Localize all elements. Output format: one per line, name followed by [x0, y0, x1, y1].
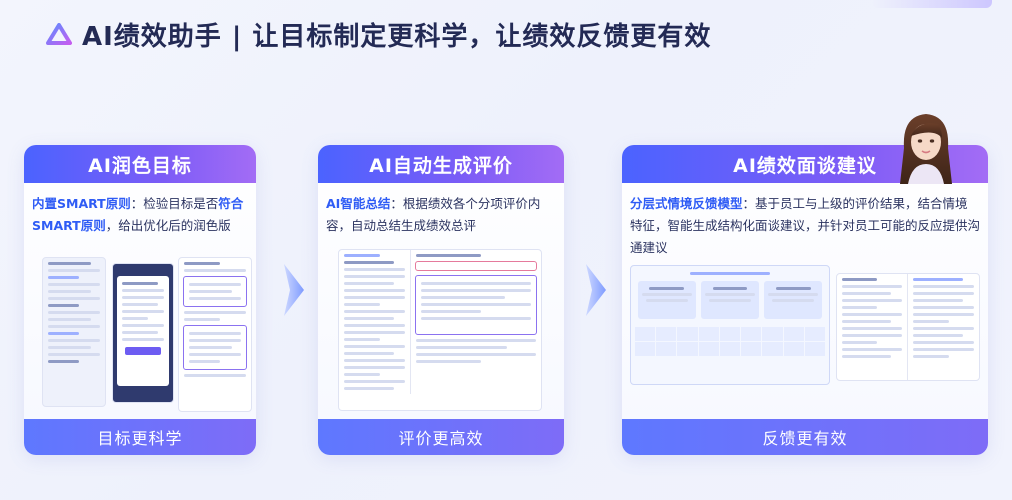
ai-assistant-logo-icon [46, 23, 72, 45]
desc-text-2: ，给出优化后的润色版 [105, 218, 231, 233]
desc-text: ：基于员工与上级的评价结果，结合情境特征，智能生成结构化面谈建议，并针对员工可能… [630, 196, 981, 255]
desc-highlight-2: 符合SMART原则 [32, 196, 244, 233]
screenshot-goal-list [42, 257, 106, 407]
feedback-model-diagram [630, 265, 830, 385]
desc-text: ：检验目标是否 [130, 196, 219, 211]
diagram-box [764, 281, 823, 319]
screenshot-ai-suggestion [178, 257, 252, 412]
card-title: AI润色目标 [24, 145, 256, 183]
diagram-box [637, 281, 696, 319]
desc-highlight: AI智能总结 [326, 196, 391, 211]
diagram-grid [635, 327, 825, 356]
page-header: AI绩效助手 | 让目标制定更科学，让绩效反馈更有效 [46, 16, 711, 52]
page-title: AI绩效助手 | 让目标制定更科学，让绩效反馈更有效 [82, 21, 712, 52]
card-description: 内置SMART原则：检验目标是否符合SMART原则，给出优化后的润色版 [24, 183, 256, 237]
desc-highlight: 内置SMART原则 [32, 196, 131, 211]
chevron-right-arrow-icon [586, 264, 606, 316]
chevron-right-arrow-icon [284, 264, 304, 316]
card-footer-label: 目标更科学 [24, 419, 256, 455]
desc-highlight: 分层式情境反馈模型 [630, 196, 743, 211]
background-decoration [872, 0, 992, 8]
card-description: AI智能总结：根据绩效各个分项评价内容，自动总结生成绩效总评 [318, 183, 564, 237]
card-footer-label: 反馈更有效 [622, 419, 988, 455]
card-description: 分层式情境反馈模型：基于员工与上级的评价结果，结合情境特征，智能生成结构化面谈建… [622, 183, 988, 259]
ai-assistant-avatar-icon [900, 114, 952, 184]
card-footer-label: 评价更高效 [318, 419, 564, 455]
feature-card-polish-goal: AI润色目标 内置SMART原则：检验目标是否符合SMART原则，给出优化后的润… [24, 145, 256, 455]
feature-card-interview-advice: AI绩效面谈建议 分层式情境反馈模型：基于员工与上级的评价结果，结合情境特征，智… [622, 145, 988, 455]
screenshot-interview-chat [836, 273, 980, 381]
feature-card-auto-evaluation: AI自动生成评价 AI智能总结：根据绩效各个分项评价内容，自动总结生成绩效总评 [318, 145, 564, 455]
diagram-box [700, 281, 759, 319]
screenshot-evaluation-form [338, 249, 542, 411]
card-title: AI自动生成评价 [318, 145, 564, 183]
screenshot-goal-editor [112, 263, 174, 403]
desc-text: ：根据绩效各个分项评价内容，自动总结生成绩效总评 [326, 196, 541, 233]
